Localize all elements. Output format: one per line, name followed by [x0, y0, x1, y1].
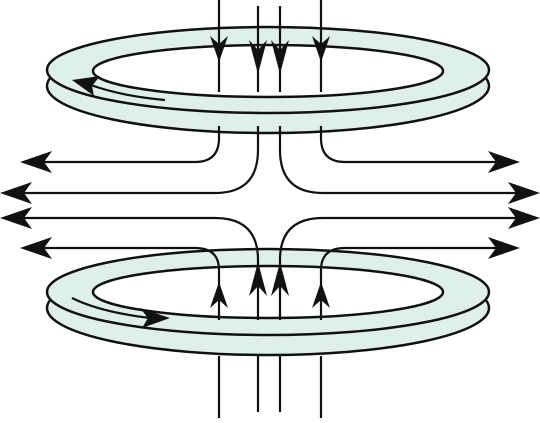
arrow-left-2 [0, 182, 32, 204]
arrow-left-4 [20, 237, 52, 259]
top-ring-current-arrowhead [72, 76, 100, 96]
field-line-bottom-2 [10, 216, 260, 412]
arrow-right-2 [508, 182, 540, 204]
field-line-bottom-1 [30, 246, 221, 418]
top-ring-hole [91, 43, 445, 99]
bottom-ring-hole [91, 264, 445, 320]
arrow-up-4 [312, 282, 330, 308]
field-line-bottom-3 [278, 216, 530, 412]
arrow-down-3 [271, 40, 289, 74]
current-arrows [71, 76, 170, 328]
arrow-down-1 [210, 36, 228, 62]
bottom-ring-current-line [71, 297, 151, 320]
arrow-up-1 [210, 282, 228, 308]
arrow-left-3 [0, 207, 32, 229]
bottom-coil-ring [45, 247, 491, 357]
arrow-down-2 [249, 40, 267, 74]
bottom-ring-current-arrowhead [140, 308, 170, 328]
field-line-top-2 [10, 6, 260, 195]
arrow-up-2 [249, 262, 267, 296]
arrow-down-4 [312, 36, 330, 62]
arrow-left-1 [20, 151, 52, 173]
field-lines [10, 0, 530, 418]
top-coil-ring [45, 25, 491, 135]
arrow-right-4 [488, 237, 520, 259]
field-line-top-3 [278, 6, 530, 195]
arrow-right-3 [508, 207, 540, 229]
top-ring-current-line [87, 82, 166, 102]
arrow-up-3 [271, 262, 289, 296]
field-line-bottom-4 [319, 246, 510, 418]
arrowheads [0, 36, 540, 308]
arrow-right-1 [488, 151, 520, 173]
